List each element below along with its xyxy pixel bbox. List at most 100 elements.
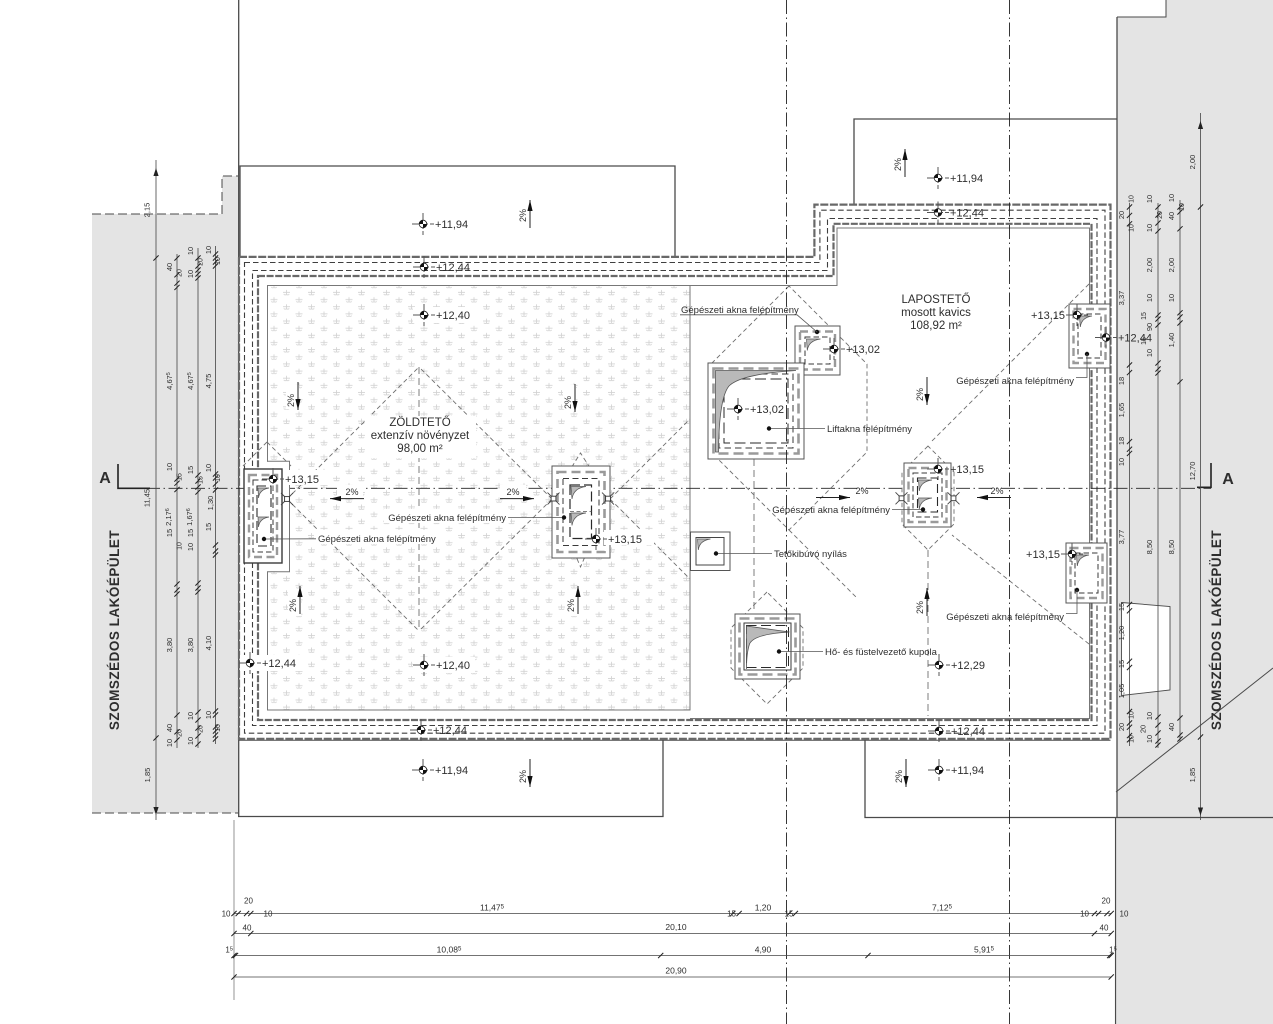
svg-text:+13,15: +13,15	[1026, 549, 1060, 561]
svg-text:2%: 2%	[894, 770, 904, 783]
svg-text:2%: 2%	[518, 209, 528, 222]
svg-text:A: A	[1222, 471, 1234, 488]
svg-text:+12,44: +12,44	[433, 725, 467, 737]
svg-text:3,37: 3,37	[1117, 291, 1126, 306]
svg-text:15: 15	[1117, 603, 1126, 611]
svg-text:3,77: 3,77	[1117, 530, 1126, 545]
svg-text:1,20: 1,20	[755, 903, 772, 913]
svg-text:Gépészeti akna felépítmény: Gépészeti akna felépítmény	[946, 612, 1064, 623]
svg-text:10: 10	[1167, 294, 1176, 302]
svg-text:+12,44: +12,44	[262, 658, 296, 670]
svg-text:Liftakna felépítmény: Liftakna felépítmény	[827, 424, 912, 435]
svg-text:40: 40	[243, 924, 252, 933]
svg-text:2%: 2%	[855, 486, 868, 496]
svg-text:20,90: 20,90	[665, 966, 687, 976]
svg-text:2,00: 2,00	[1167, 258, 1176, 273]
svg-text:20,10: 20,10	[665, 922, 687, 932]
svg-text:15: 15	[186, 529, 195, 537]
svg-text:Gépészeti akna felépítmény: Gépészeti akna felépítmény	[772, 505, 890, 516]
svg-text:4,90: 4,90	[755, 945, 772, 955]
svg-text:2%: 2%	[345, 487, 358, 497]
svg-text:10: 10	[215, 257, 222, 265]
svg-text:10: 10	[1145, 195, 1154, 203]
svg-text:10: 10	[204, 246, 213, 254]
svg-text:10: 10	[264, 910, 273, 919]
svg-text:10: 10	[1117, 458, 1126, 466]
svg-text:20: 20	[1117, 723, 1126, 731]
svg-text:10: 10	[1145, 224, 1154, 232]
svg-text:10: 10	[1145, 735, 1154, 743]
svg-text:+12,29: +12,29	[951, 660, 985, 672]
svg-text:+12,44: +12,44	[950, 208, 984, 220]
svg-text:40: 40	[165, 724, 174, 732]
svg-text:Hő- és füstelvezető kupola: Hő- és füstelvezető kupola	[825, 647, 938, 658]
svg-text:10: 10	[204, 464, 213, 472]
svg-text:1,20: 1,20	[1117, 626, 1126, 641]
svg-text:2%: 2%	[288, 599, 298, 612]
svg-text:+11,94: +11,94	[951, 765, 984, 777]
svg-text:15: 15	[1141, 337, 1148, 345]
svg-text:LAPOSTETŐ: LAPOSTETŐ	[901, 292, 970, 306]
svg-text:15: 15	[1117, 660, 1126, 668]
svg-text:+11,94: +11,94	[435, 765, 468, 777]
svg-text:+13,02: +13,02	[750, 404, 784, 416]
svg-text:20: 20	[198, 725, 205, 733]
svg-text:20: 20	[177, 729, 184, 737]
svg-text:108,92 m²: 108,92 m²	[910, 320, 962, 332]
svg-text:10: 10	[1145, 349, 1154, 357]
svg-text:11,45: 11,45	[143, 489, 152, 507]
svg-text:10: 10	[186, 543, 195, 551]
svg-text:10: 10	[1167, 194, 1176, 202]
svg-text:SZOMSZÉDOS LAKÓÉPÜLET: SZOMSZÉDOS LAKÓÉPÜLET	[107, 530, 122, 731]
svg-text:3,80: 3,80	[186, 638, 195, 653]
svg-text:4,10: 4,10	[204, 636, 213, 651]
svg-text:98,00 m²: 98,00 m²	[397, 443, 443, 455]
svg-text:+12,40: +12,40	[436, 660, 470, 672]
svg-text:10: 10	[1129, 224, 1136, 232]
svg-text:15: 15	[204, 523, 213, 531]
svg-text:10: 10	[165, 463, 174, 471]
svg-text:20: 20	[1102, 897, 1111, 906]
svg-text:12,70: 12,70	[1188, 462, 1197, 481]
svg-text:2%: 2%	[990, 486, 1003, 496]
svg-text:10: 10	[215, 474, 222, 482]
svg-text:2%: 2%	[915, 388, 925, 401]
svg-text:10: 10	[1120, 910, 1129, 919]
svg-text:40: 40	[1167, 212, 1176, 220]
svg-text:10,085: 10,085	[437, 945, 462, 955]
svg-text:1,05: 1,05	[1117, 684, 1126, 699]
svg-text:+11,94: +11,94	[950, 173, 983, 185]
svg-text:90: 90	[1145, 323, 1154, 331]
svg-text:SZOMSZÉDOS LAKÓÉPÜLET: SZOMSZÉDOS LAKÓÉPÜLET	[1209, 530, 1224, 731]
svg-text:15: 15	[186, 466, 195, 474]
svg-text:ZÖLDTETŐ: ZÖLDTETŐ	[389, 415, 450, 429]
svg-text:Gépészeti akna felépítmény: Gépészeti akna felépítmény	[681, 305, 799, 316]
svg-text:mosott kavics: mosott kavics	[901, 307, 971, 319]
svg-text:15: 15	[1141, 312, 1148, 320]
svg-text:2%: 2%	[563, 396, 573, 409]
svg-text:1,40: 1,40	[1167, 333, 1176, 348]
svg-text:+11,94: +11,94	[435, 219, 468, 231]
svg-text:2,00: 2,00	[1145, 258, 1154, 273]
svg-text:18: 18	[1117, 437, 1126, 445]
svg-text:20: 20	[1117, 211, 1126, 219]
svg-text:10: 10	[186, 247, 195, 255]
svg-text:Gépészeti akna felépítmény: Gépészeti akna felépítmény	[956, 376, 1074, 387]
svg-text:Gépészeti akna felépítmény: Gépészeti akna felépítmény	[388, 513, 506, 524]
svg-text:15: 15	[177, 473, 184, 481]
svg-text:+13,15: +13,15	[608, 534, 642, 546]
svg-text:2%: 2%	[286, 394, 296, 407]
svg-text:40: 40	[1167, 723, 1176, 731]
svg-text:7,125: 7,125	[932, 903, 953, 913]
svg-text:40: 40	[1100, 924, 1109, 933]
svg-text:+13,15: +13,15	[285, 474, 319, 486]
svg-text:10: 10	[222, 910, 231, 919]
svg-text:8,50: 8,50	[1145, 540, 1154, 555]
svg-text:2%: 2%	[518, 770, 528, 783]
svg-text:11,475: 11,475	[480, 903, 505, 913]
svg-text:15: 15	[727, 910, 736, 919]
svg-text:4,675: 4,675	[186, 372, 195, 390]
svg-text:15: 15	[785, 910, 794, 919]
svg-text:A: A	[99, 470, 111, 487]
svg-text:4,675: 4,675	[165, 372, 174, 390]
